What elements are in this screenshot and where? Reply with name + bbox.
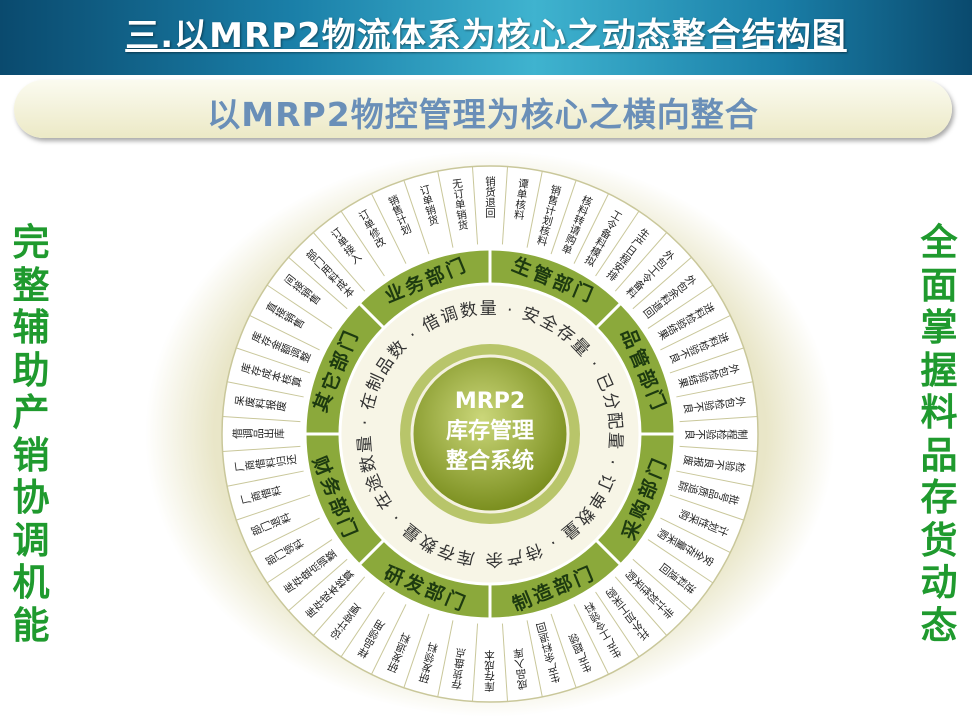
outer-divider xyxy=(266,284,333,329)
left-char: 协 xyxy=(12,476,50,519)
outer-item-label: 制程检验不良 xyxy=(684,428,749,440)
center-line-1: MRP2 xyxy=(455,389,525,414)
department-dividers xyxy=(305,249,675,619)
outer-divider xyxy=(676,381,753,398)
outer-divider xyxy=(660,517,731,553)
outer-divider xyxy=(403,180,430,255)
right-char: 态 xyxy=(920,603,958,647)
outer-divider xyxy=(288,256,348,310)
left-vertical-caption: 完 整 辅 助 产 销 协 调 机 能 xyxy=(6,221,56,647)
left-char: 销 xyxy=(12,433,50,477)
outer-divider xyxy=(266,539,333,584)
outer-divider xyxy=(526,171,543,248)
outer-item-label: 销货退回 xyxy=(484,175,496,219)
outer-divider xyxy=(340,210,385,277)
outer-divider xyxy=(371,604,407,675)
right-char: 面 xyxy=(920,263,958,307)
outer-divider xyxy=(595,591,640,658)
outer-item-label: 存货盘点 xyxy=(450,647,468,692)
outer-divider xyxy=(437,171,454,248)
left-char: 产 xyxy=(12,391,50,434)
right-char: 全 xyxy=(920,221,958,264)
page-title: 三.以MRP2物流体系为核心之动态整合结构图 xyxy=(125,16,847,56)
subtitle-banner: 以MRP2物控管理为核心之横向整合 xyxy=(14,80,952,138)
outer-item-label: 借调品出库 xyxy=(232,428,285,440)
department-divider xyxy=(358,302,385,329)
left-char: 辅 xyxy=(12,306,50,349)
outer-divider xyxy=(676,470,753,487)
outer-divider xyxy=(340,591,385,658)
outer-divider xyxy=(222,415,301,423)
department-divider xyxy=(358,539,385,566)
outer-item-label: 谭单核料 xyxy=(512,177,529,221)
outer-divider xyxy=(679,445,758,453)
outer-item-label: 库存成本 xyxy=(484,649,496,693)
right-char: 掌 xyxy=(920,306,958,349)
left-char: 助 xyxy=(12,348,50,392)
outer-divider xyxy=(312,232,366,292)
outer-divider xyxy=(437,620,454,697)
right-char: 握 xyxy=(920,348,958,392)
department-divider xyxy=(595,539,622,566)
outer-divider xyxy=(236,494,311,521)
outer-divider xyxy=(573,193,609,264)
outer-divider xyxy=(236,347,311,374)
outer-divider xyxy=(595,210,640,277)
outer-divider xyxy=(669,494,744,521)
outer-divider xyxy=(249,517,320,553)
outer-divider xyxy=(312,576,366,636)
department-divider xyxy=(595,302,622,329)
right-char: 存 xyxy=(920,476,958,519)
integration-wheel-diagram: 销货退回谭单核料销售计划核料核料转请购单工令备料模拟生产日程安排外包工令备料外包… xyxy=(140,148,835,717)
left-char: 机 xyxy=(12,561,50,604)
outer-divider xyxy=(227,381,304,398)
right-char: 动 xyxy=(920,561,958,604)
outer-divider xyxy=(614,232,668,292)
outer-divider xyxy=(679,415,758,423)
outer-divider xyxy=(403,613,430,688)
outer-divider xyxy=(526,620,543,697)
outer-divider xyxy=(227,470,304,487)
outer-item-label: 成品入库 xyxy=(512,647,529,691)
left-char: 能 xyxy=(12,603,50,647)
outer-divider xyxy=(632,558,692,612)
outer-divider xyxy=(501,623,509,702)
left-char: 完 xyxy=(12,221,50,264)
center-line-3: 整合系统 xyxy=(446,448,534,474)
right-char: 料 xyxy=(920,391,958,434)
outer-divider xyxy=(550,180,577,255)
center-line-2: 库存管理 xyxy=(446,418,534,444)
outer-divider xyxy=(614,576,668,636)
left-char: 整 xyxy=(12,263,50,307)
outer-divider xyxy=(573,604,609,675)
outer-divider xyxy=(660,315,731,351)
right-vertical-caption: 全 面 掌 握 料 品 存 货 动 态 xyxy=(914,221,964,647)
outer-divider xyxy=(471,166,479,245)
outer-divider xyxy=(647,284,714,329)
center-disc xyxy=(410,354,570,514)
left-char: 调 xyxy=(12,518,50,562)
outer-ring-dividers xyxy=(222,166,758,702)
outer-divider xyxy=(371,193,407,264)
outer-divider xyxy=(669,347,744,374)
outer-divider xyxy=(471,623,479,702)
outer-divider xyxy=(249,315,320,351)
outer-divider xyxy=(222,445,301,453)
subtitle-text: 以MRP2物控管理为核心之横向整合 xyxy=(207,95,759,134)
outer-divider xyxy=(501,166,509,245)
right-char: 品 xyxy=(920,433,958,477)
outer-divider xyxy=(647,539,714,584)
outer-divider xyxy=(632,256,692,310)
right-char: 货 xyxy=(920,518,958,562)
outer-divider xyxy=(288,558,348,612)
outer-divider xyxy=(550,613,577,688)
header-bar: 三.以MRP2物流体系为核心之动态整合结构图 xyxy=(0,0,972,75)
